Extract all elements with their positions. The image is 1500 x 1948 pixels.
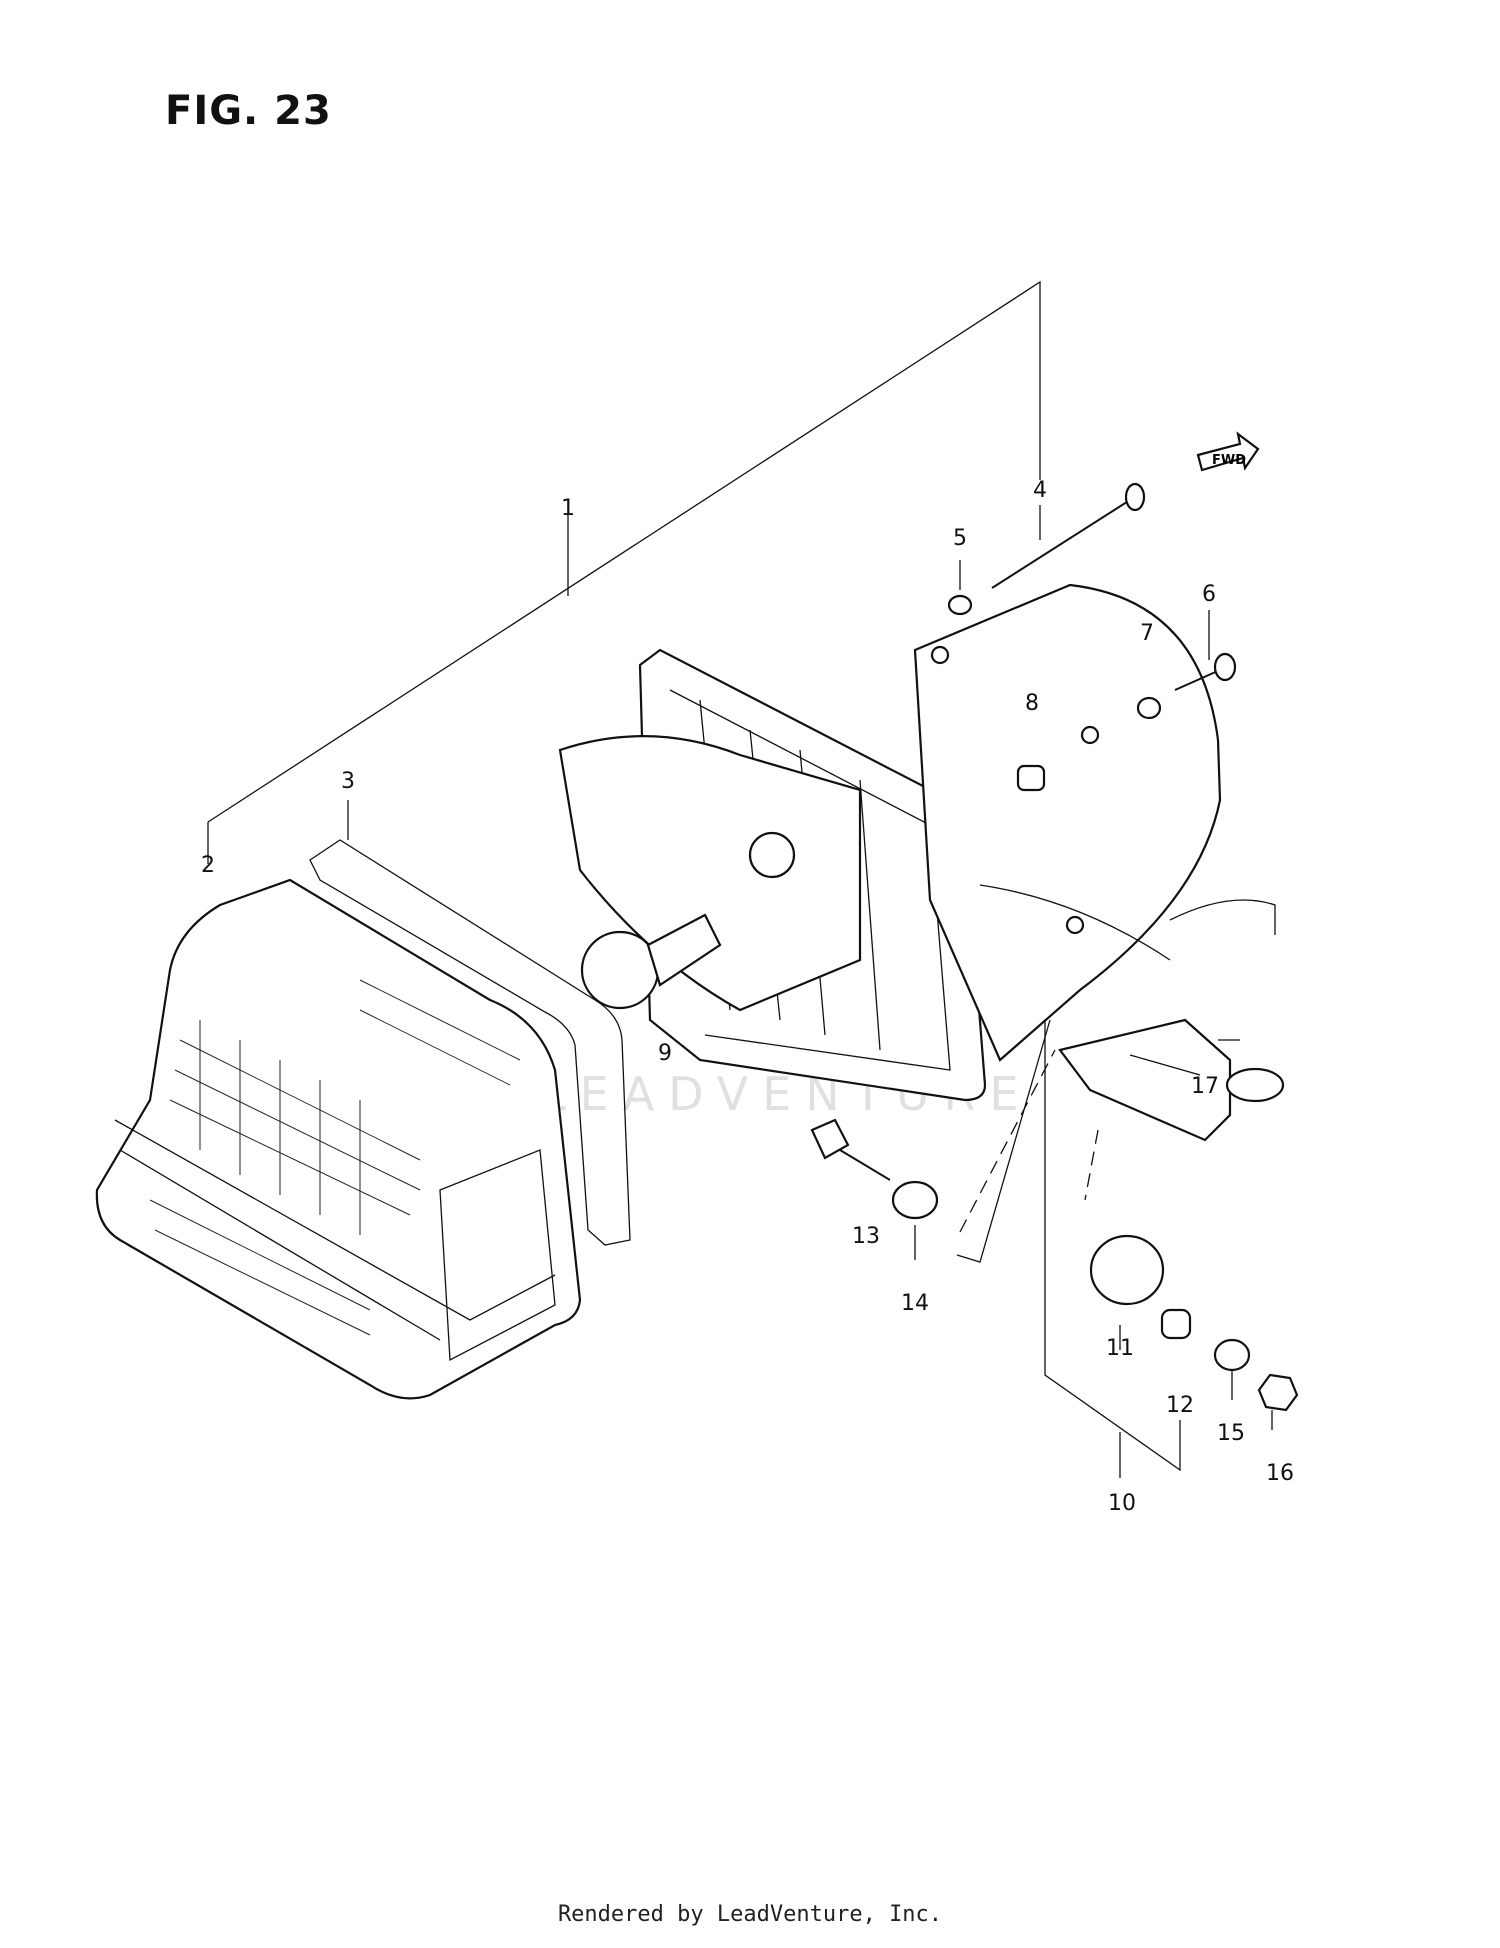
callout-5: 5: [953, 526, 967, 551]
lens-gasket: [309, 839, 631, 1246]
forward-arrow-icon: FWD: [1196, 431, 1260, 472]
nut-16: [1257, 1373, 1299, 1412]
callout-10: 10: [1108, 1491, 1136, 1516]
reflector-plate: [558, 735, 862, 1012]
callout-17: 17: [1191, 1074, 1219, 1099]
callout-2: 2: [201, 853, 215, 878]
rubber-11: [1089, 1234, 1165, 1306]
figure-title: FIG. 23: [165, 88, 332, 134]
callout-12: 12: [1166, 1393, 1194, 1418]
callout-16: 16: [1266, 1461, 1294, 1486]
callout-7: 7: [1140, 621, 1154, 646]
callout-8: 8: [1025, 691, 1039, 716]
callout-6: 6: [1202, 582, 1216, 607]
bolt-13: [810, 1118, 891, 1181]
washer-7: [1136, 696, 1162, 720]
callout-3: 3: [341, 769, 355, 794]
washer-5: [947, 594, 973, 616]
callout-4: 4: [1033, 478, 1047, 503]
tail-lamp-lens: [95, 878, 582, 1400]
bulb-socket: [748, 831, 796, 879]
callout-13: 13: [852, 1224, 880, 1249]
washer-15: [1213, 1338, 1251, 1372]
callout-15: 15: [1217, 1421, 1245, 1446]
bulb: [580, 913, 722, 1010]
callout-9: 9: [658, 1041, 672, 1066]
washer-14: [891, 1180, 939, 1220]
callout-14: 14: [901, 1291, 929, 1316]
callout-1: 1: [561, 496, 575, 521]
callout-11: 11: [1106, 1336, 1134, 1361]
screw-6: [1174, 652, 1237, 691]
grommet-17: [1225, 1067, 1285, 1103]
collar-12: [1160, 1308, 1192, 1340]
footer-credit: Rendered by LeadVenture, Inc.: [557, 1902, 943, 1927]
forward-label: FWD: [1212, 453, 1246, 468]
collar-8: [1016, 764, 1046, 792]
long-bolt: [991, 482, 1146, 589]
